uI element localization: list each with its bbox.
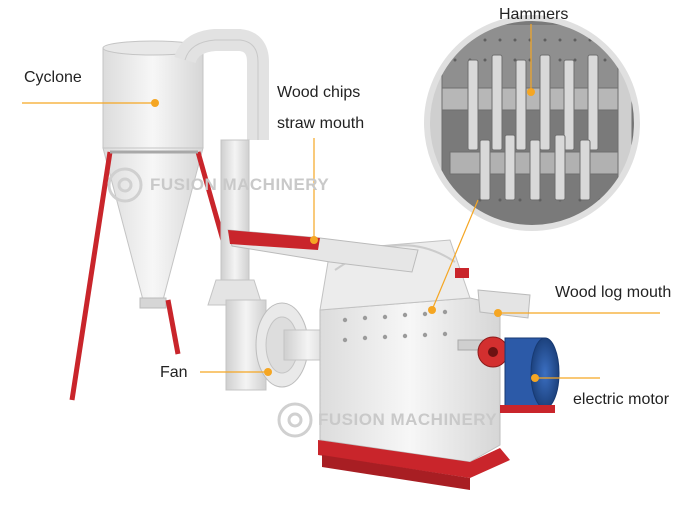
label-fan: Fan bbox=[160, 364, 188, 381]
hammers-zoom-view bbox=[424, 15, 640, 231]
callout-lines bbox=[22, 24, 660, 382]
cyclone-part bbox=[102, 29, 269, 309]
watermark-text-2: FUSION MACHINERY bbox=[318, 410, 498, 429]
watermark-logo-1 bbox=[107, 167, 143, 203]
label-wood-log-mouth: Wood log mouth bbox=[555, 284, 672, 301]
wood-log-mouth-part bbox=[457, 289, 531, 368]
label-hammers: Hammers bbox=[499, 6, 569, 23]
vertical-pipe bbox=[207, 139, 263, 306]
label-electric-motor: electric motor bbox=[573, 391, 670, 408]
fan-part bbox=[225, 299, 333, 391]
watermark-text-1: FUSION MACHINERY bbox=[150, 175, 330, 194]
crusher-body bbox=[227, 229, 501, 463]
label-straw-mouth: straw mouth bbox=[277, 115, 365, 132]
electric-motor-part bbox=[500, 337, 560, 413]
base-frame bbox=[318, 440, 510, 490]
label-wood-chips: Wood chips bbox=[277, 84, 361, 101]
label-cyclone: Cyclone bbox=[24, 69, 82, 86]
watermark-logo-2 bbox=[277, 402, 313, 438]
